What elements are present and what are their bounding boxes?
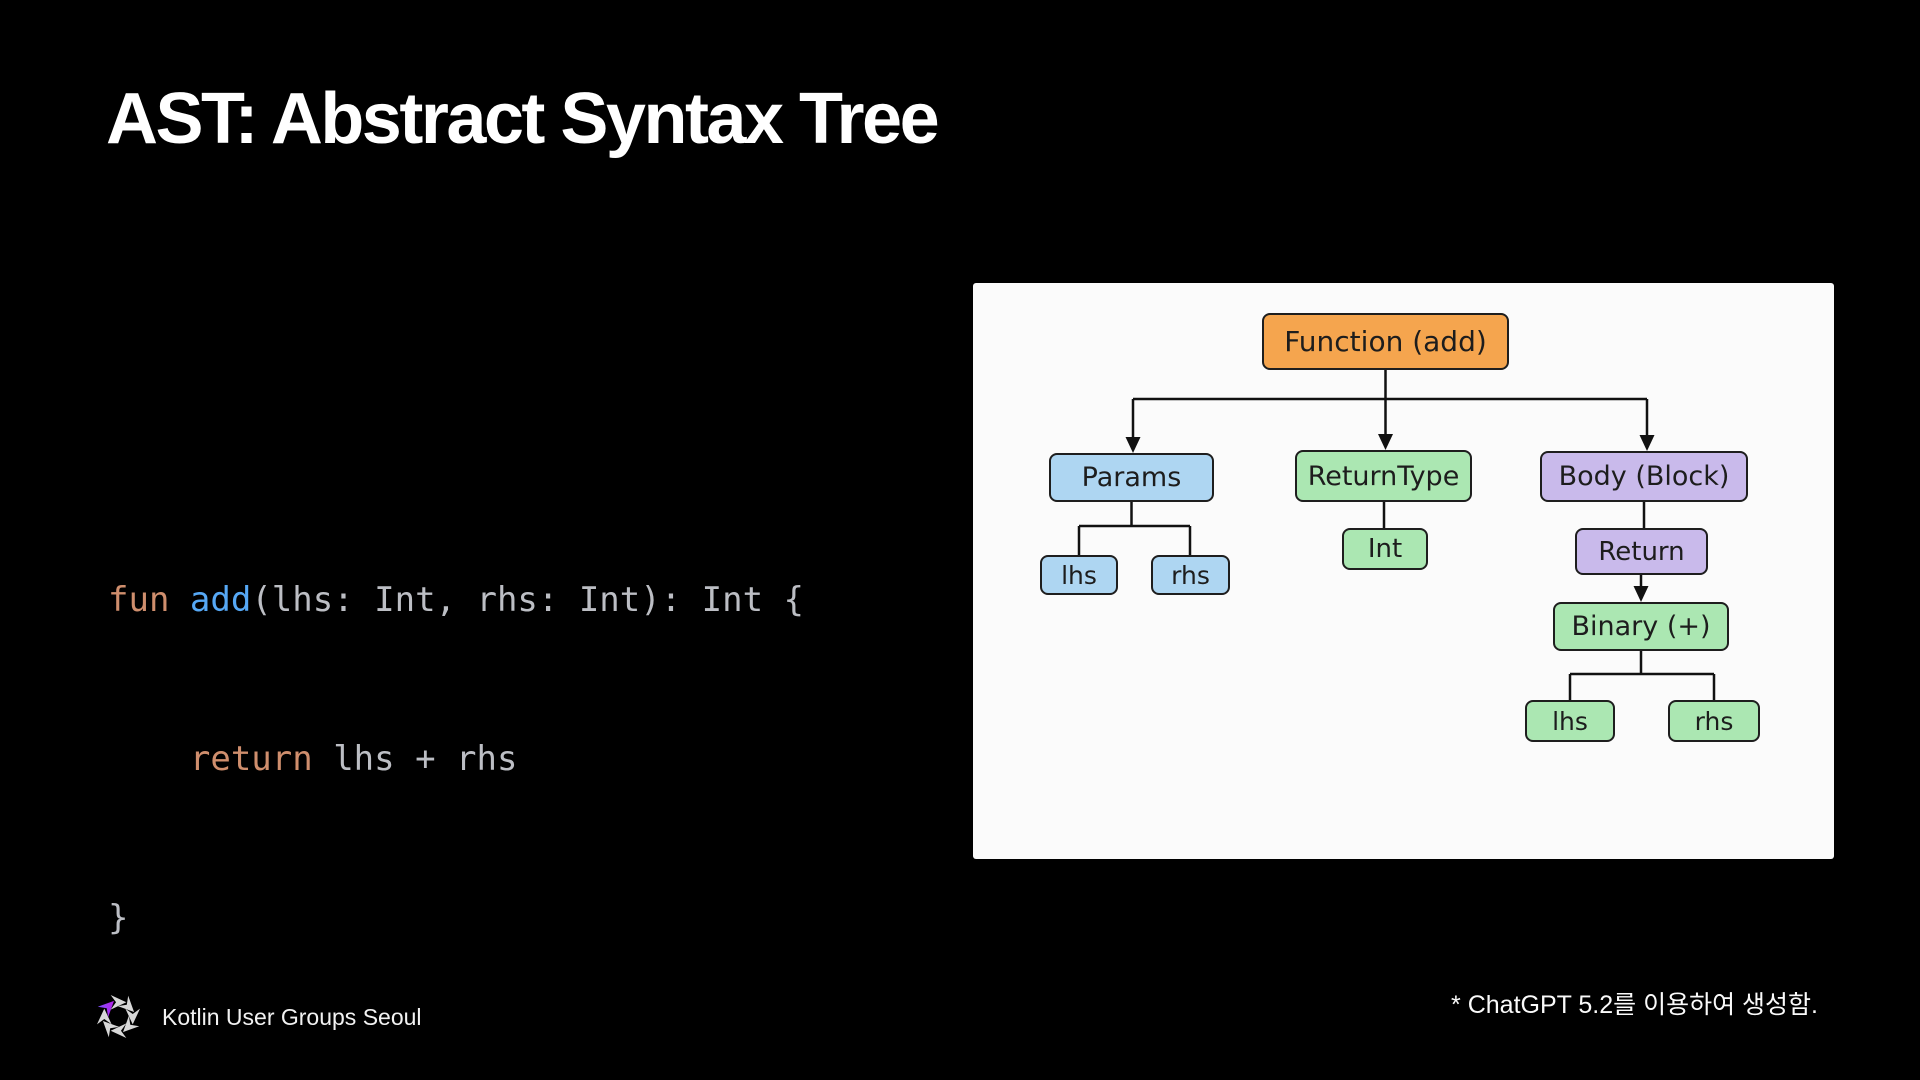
kotlin-user-groups-logo-icon <box>96 994 141 1039</box>
arrow-down-icon <box>1639 435 1655 451</box>
arrow-down-icon <box>1633 586 1649 602</box>
code-snippet: fun add(lhs: Int, rhs: Int): Int { retur… <box>108 468 804 1051</box>
code-token-keyword: fun <box>108 580 190 620</box>
code-line: fun add(lhs: Int, rhs: Int): Int { <box>108 574 804 627</box>
code-token-plain: lhs + rhs <box>312 739 518 779</box>
footer-brand-label: Kotlin User Groups Seoul <box>162 1004 422 1030</box>
tree-node-returntype: ReturnType <box>1295 450 1472 502</box>
tree-node-function-add: Function (add) <box>1262 313 1509 370</box>
tree-node-binary-rhs: rhs <box>1668 700 1760 742</box>
tree-node-params-lhs: lhs <box>1040 555 1118 595</box>
code-token-plain: } <box>108 898 129 938</box>
arrow-down-icon <box>1125 437 1141 453</box>
code-line: } <box>108 892 804 945</box>
code-token-function: add <box>189 580 252 620</box>
tree-node-params: Params <box>1049 453 1214 502</box>
ast-diagram-panel: Function (add) Params ReturnType Body (B… <box>973 283 1834 859</box>
tree-node-params-rhs: rhs <box>1151 555 1230 595</box>
tree-node-return: Return <box>1575 528 1708 575</box>
generation-note: * ChatGPT 5.2를 이용하여 생성함. <box>1451 991 1818 1019</box>
code-token-plain: (lhs: Int, rhs: Int): Int { <box>251 580 804 620</box>
tree-node-int: Int <box>1342 528 1428 570</box>
code-token-plain <box>108 739 190 779</box>
code-line: return lhs + rhs <box>108 733 804 786</box>
tree-node-body-block: Body (Block) <box>1540 451 1748 502</box>
tree-node-binary-plus: Binary (+) <box>1553 602 1729 651</box>
tree-connector-lines <box>1077 370 1716 700</box>
arrow-down-icon <box>1378 434 1393 450</box>
code-token-keyword: return <box>189 739 313 779</box>
page-title: AST: Abstract Syntax Tree <box>106 79 940 159</box>
tree-node-binary-lhs: lhs <box>1525 700 1615 742</box>
